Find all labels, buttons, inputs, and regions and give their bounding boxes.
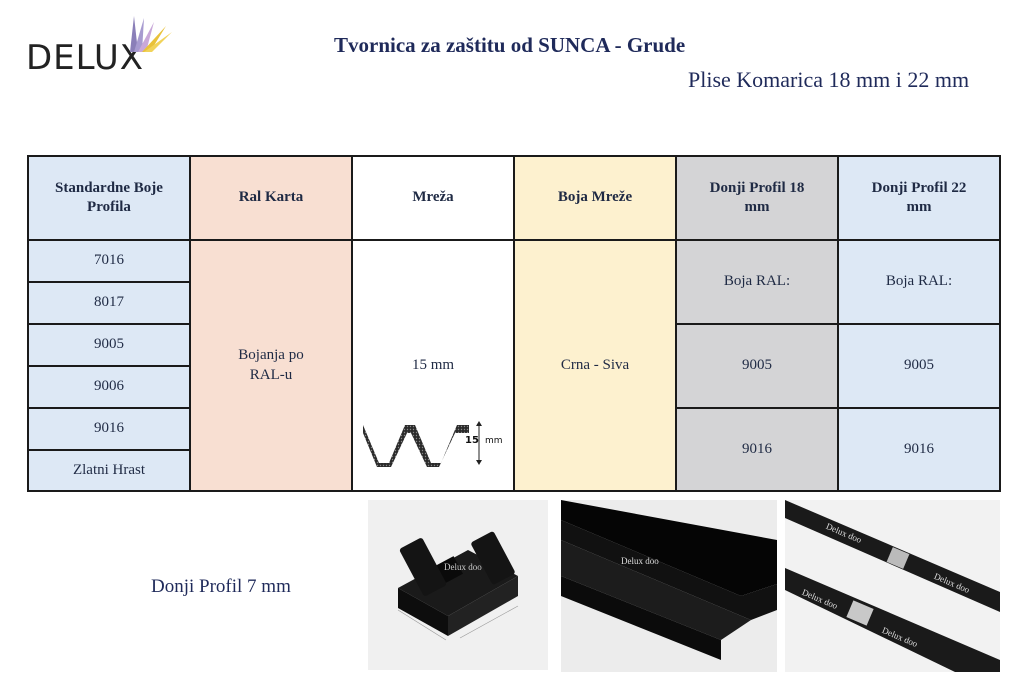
profile-color-cell: 9006 — [29, 367, 191, 409]
donji-18-cell: 9016 — [677, 409, 839, 490]
end-cap-drawing — [397, 531, 519, 641]
boja-mreze-value: Crna - Siva — [515, 241, 677, 490]
dimension-arrow-icon — [476, 421, 482, 465]
header-donji-22: Donji Profil 22 mm — [839, 157, 999, 241]
rails-photo: Delux doo Delux doo Delux doo Delux doo — [785, 500, 1000, 672]
header-boja-mreze: Boja Mreže — [515, 157, 677, 241]
mreza-value: 15 mm — [411, 356, 455, 373]
mreza-value-cell: 15 mm — [353, 241, 515, 490]
end-cap-photo: Delux doo — [368, 500, 548, 670]
profile-color-cell: 9005 — [29, 325, 191, 367]
profile-color-cell: 7016 — [29, 241, 191, 283]
donji-22-cell: Boja RAL: — [839, 241, 999, 325]
page-title: Tvornica za zaštitu od SUNCA - Grude — [334, 33, 686, 57]
pleated-mesh-icon — [363, 425, 469, 467]
page-subtitle: Plise Komarica 18 mm i 22 mm — [688, 67, 970, 92]
donji-22-cell: 9005 — [839, 325, 999, 409]
header-mreza: Mreža — [353, 157, 515, 241]
header-ral-karta: Ral Karta — [191, 157, 353, 241]
profile-color-cell: 9016 — [29, 409, 191, 451]
profile-color-cell: 8017 — [29, 283, 191, 325]
mesh-dimension-value: 15 — [465, 435, 479, 446]
header-donji-18: Donji Profil 18 mm — [677, 157, 839, 241]
mesh-diagram: 15 mm — [361, 419, 509, 467]
delux-logo: DELUX — [26, 16, 176, 78]
donji-18-cell: 9005 — [677, 325, 839, 409]
donji-22-cell: 9016 — [839, 409, 999, 490]
watermark-label: Delux doo — [621, 556, 659, 566]
donji-profil-7-label: Donji Profil 7 mm — [151, 576, 291, 597]
ral-karta-value: Bojanja po RAL-u — [191, 241, 353, 490]
donji-18-cell: Boja RAL: — [677, 241, 839, 325]
watermark-label: Delux doo — [444, 562, 482, 572]
channel-profile-drawing — [561, 500, 777, 660]
logo-text: DELUX — [26, 38, 145, 78]
profile-color-cell: Zlatni Hrast — [29, 451, 191, 490]
logo-rays-icon — [130, 16, 172, 52]
product-table: Standardne Boje Profila Ral Karta Mreža … — [27, 155, 1001, 492]
mesh-dimension-unit: mm — [485, 436, 503, 446]
header-profila: Standardne Boje Profila — [29, 157, 191, 241]
rails-drawing — [785, 500, 1000, 672]
channel-profile-photo: Delux doo — [561, 500, 777, 672]
